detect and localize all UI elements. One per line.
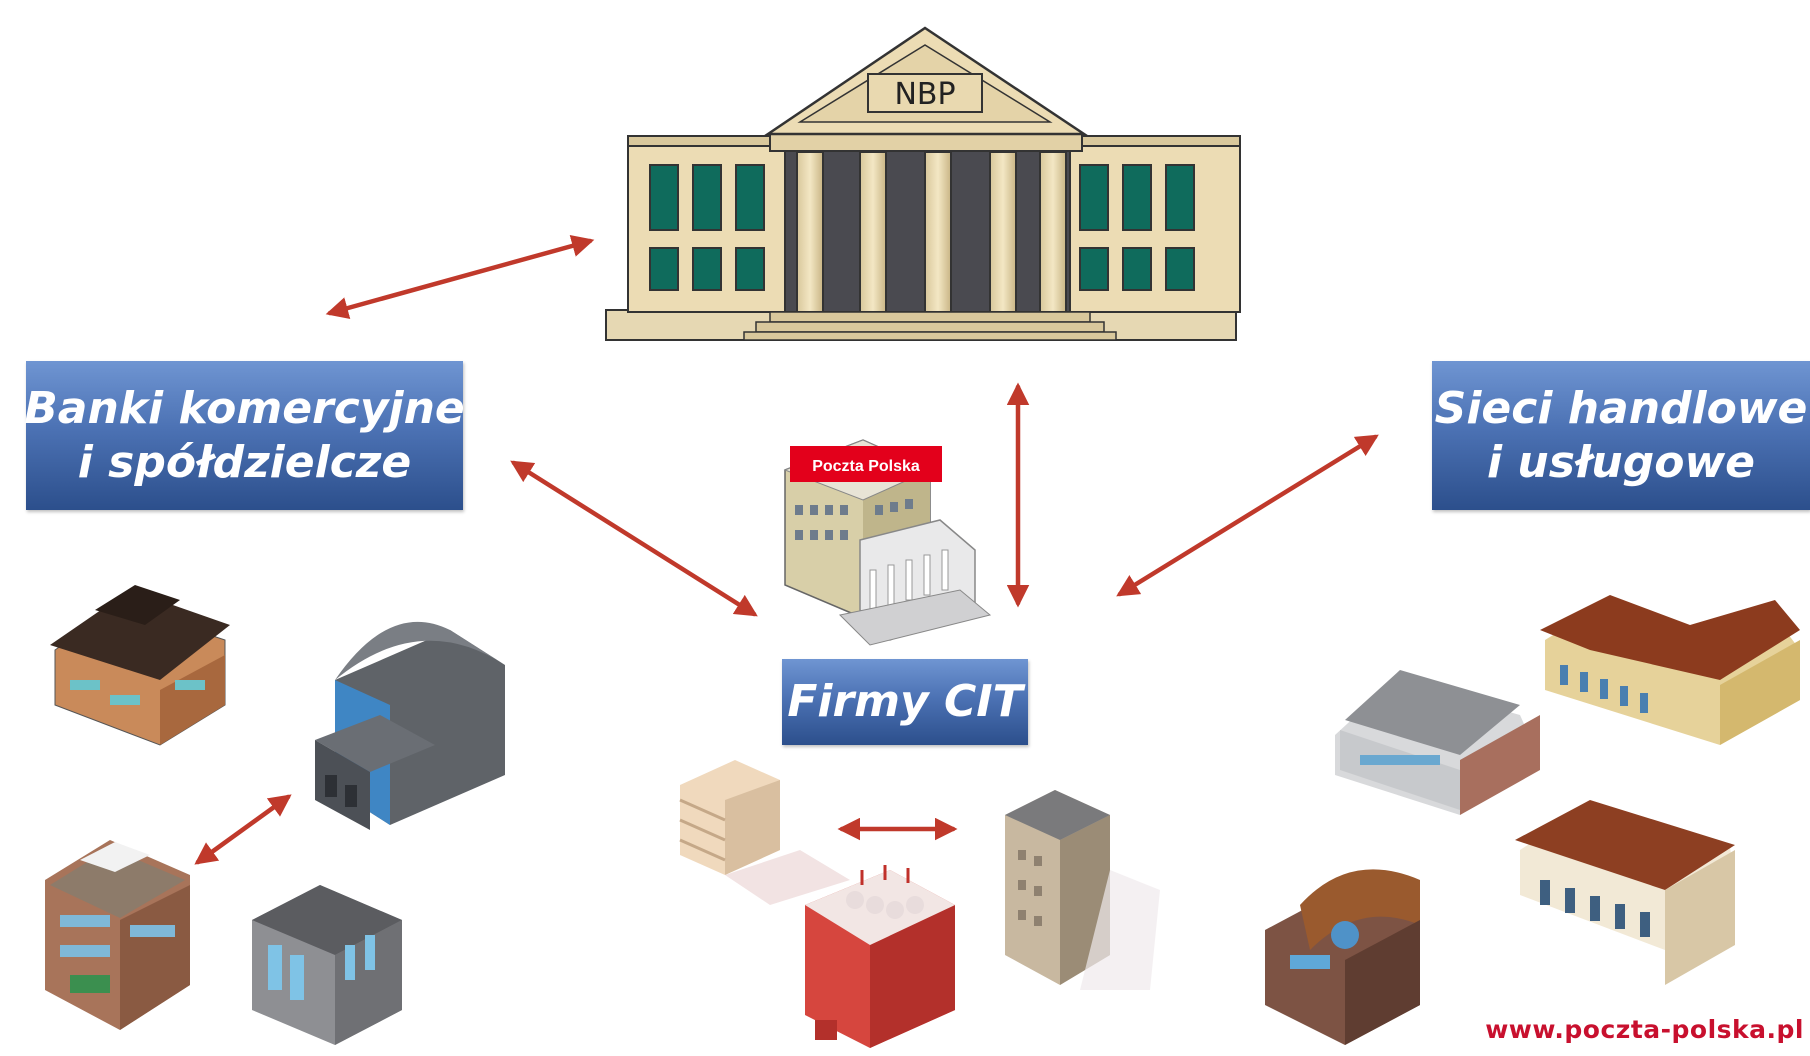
- banks-label-line2: i spółdzielcze: [77, 436, 412, 488]
- arrow-left-cluster: [194, 794, 292, 865]
- arrow-retail-cit: [1116, 434, 1379, 597]
- warehouse-icon: [315, 621, 505, 830]
- shopping-mall-icon: [1540, 595, 1800, 745]
- shopping-mall-icon-2: [1515, 800, 1735, 985]
- poczta-polska-building-icon: Poczta Polska: [783, 439, 992, 646]
- website-url: www.poczta-polska.pl: [1485, 1015, 1804, 1044]
- factory-icon: [805, 865, 955, 1048]
- nbp-bank-building-icon: NBP: [605, 26, 1241, 341]
- pharmacy-building-icon: [45, 840, 190, 1030]
- cit-label: Firmy CIT: [787, 676, 1023, 728]
- arrow-banks-nbp: [325, 234, 595, 320]
- cit-label-box: Firmy CIT: [782, 659, 1028, 745]
- banks-label-box: Banki komercyjne i spółdzielcze: [24, 361, 465, 510]
- small-office-icon: [252, 885, 402, 1045]
- office-building-icon: [50, 585, 230, 746]
- retail-label-line2: i usługowe: [1487, 436, 1755, 488]
- retail-label-box: Sieci handlowe i usługowe: [1432, 361, 1810, 510]
- cinema-icon: [1265, 869, 1420, 1045]
- retail-label-line1: Sieci handlowe: [1434, 382, 1808, 434]
- nbp-sign: NBP: [894, 77, 955, 112]
- arrow-banks-cit: [510, 460, 758, 617]
- banks-label-line1: Banki komercyjne: [24, 382, 465, 434]
- office-block-icon: [679, 760, 850, 905]
- poczta-polska-sign: Poczta Polska: [812, 458, 920, 475]
- tower-building-icon: [1005, 790, 1160, 990]
- supermarket-icon: [1335, 670, 1540, 815]
